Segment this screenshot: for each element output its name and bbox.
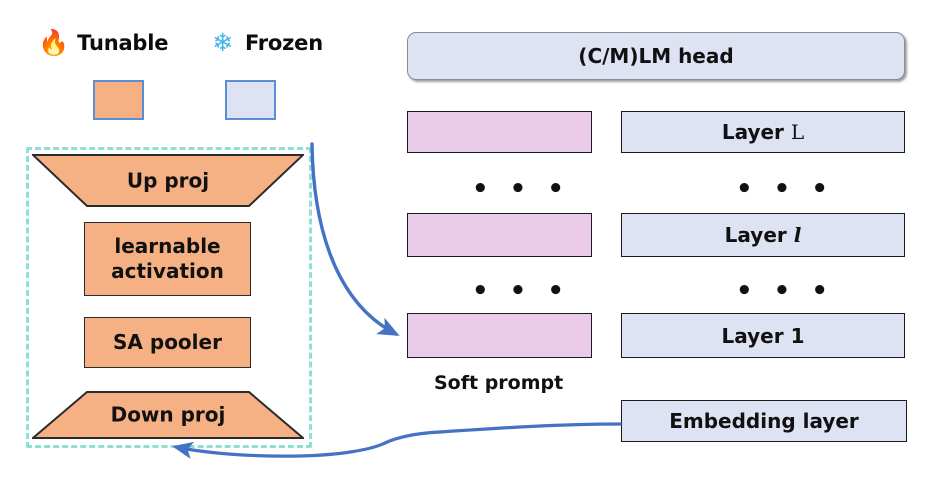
- legend-frozen: ❄ Frozen: [212, 30, 323, 55]
- embedding-layer-box[interactable]: Embedding layer: [621, 400, 907, 442]
- module-block-sa-pooler-label: SA pooler: [113, 330, 222, 354]
- layer-box-l-label: Layer l: [725, 223, 802, 247]
- layer-box-L-label: Layer L: [722, 120, 804, 144]
- module-block-learnable-activation-label: learnable activation: [111, 234, 224, 283]
- legend-frozen-label: Frozen: [244, 30, 323, 55]
- legend-tunable-label: Tunable: [77, 30, 169, 55]
- layer-l-index: l: [793, 223, 802, 247]
- layer-box-l[interactable]: Layer l: [621, 213, 905, 257]
- layer-box-1[interactable]: Layer 1: [621, 313, 905, 358]
- fire-icon: 🔥: [38, 28, 70, 57]
- ellipsis-layer-lower: • • •: [736, 276, 834, 306]
- soft-prompt-box-layer-l[interactable]: [407, 213, 592, 257]
- layer-box-1-label: Layer 1: [722, 324, 805, 348]
- layer-1-index: 1: [790, 323, 805, 348]
- legend-frozen-swatch: [225, 80, 276, 120]
- soft-prompt-box-layer-L[interactable]: [407, 111, 592, 153]
- layer-1-text: Layer: [721, 323, 791, 348]
- legend-tunable-swatch: [93, 80, 144, 120]
- module-block-learnable-activation[interactable]: learnable activation: [84, 222, 251, 296]
- module-block-down-proj[interactable]: Down proj: [32, 391, 304, 439]
- snowflake-icon: ❄: [212, 28, 233, 57]
- soft-prompt-box-layer-1[interactable]: [407, 313, 592, 358]
- module-block-up-proj[interactable]: Up proj: [32, 154, 304, 207]
- layer-L-text: Layer: [721, 120, 791, 144]
- layer-L-index: L: [790, 120, 805, 144]
- layer-l-text: Layer: [724, 223, 794, 247]
- ellipsis-soft-prompt-upper: • • •: [472, 174, 570, 204]
- layer-box-L[interactable]: Layer L: [621, 111, 905, 153]
- lm-head-box[interactable]: (C/M)LM head: [407, 32, 905, 80]
- legend-tunable: 🔥 Tunable: [38, 28, 169, 57]
- lm-head-label: (C/M)LM head: [578, 44, 734, 68]
- ellipsis-layer-upper: • • •: [736, 174, 834, 204]
- arrow-module-to-soft-prompt: [310, 142, 400, 336]
- embedding-layer-label: Embedding layer: [669, 409, 859, 433]
- module-block-sa-pooler[interactable]: SA pooler: [84, 317, 251, 368]
- soft-prompt-caption: Soft prompt: [434, 372, 564, 394]
- ellipsis-soft-prompt-lower: • • •: [472, 276, 570, 306]
